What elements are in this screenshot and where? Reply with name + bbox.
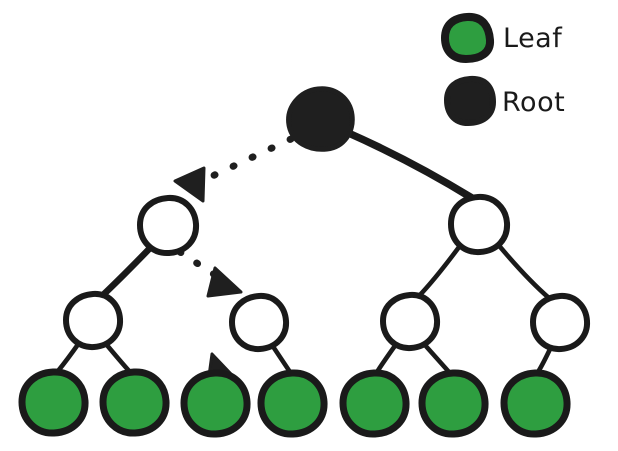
- tree-edges: [55, 127, 554, 375]
- edge-right-to-rightright: [493, 239, 552, 301]
- node-internal-left-left[interactable]: [63, 290, 124, 351]
- legend-root-circle-swatch: [444, 75, 496, 126]
- edge-right-to-rightleft: [416, 240, 465, 299]
- node-root[interactable]: [286, 86, 355, 152]
- edge-left-to-leftleft: [99, 242, 156, 299]
- node-leaf-1[interactable]: [18, 368, 89, 437]
- edge-leftleft-to-leaf2: [103, 341, 133, 375]
- node-leaf-6[interactable]: [418, 369, 489, 438]
- node-leaf-4[interactable]: [257, 369, 328, 438]
- node-leaf-3[interactable]: [180, 369, 251, 438]
- node-internal-right-right[interactable]: [530, 292, 591, 353]
- edge-rightleft-to-leaf5: [374, 340, 400, 375]
- edge-leftright-to-leaf4: [269, 342, 293, 375]
- edge-rightleft-to-leaf6: [421, 341, 452, 375]
- traversal-arrow-1-head: [173, 166, 206, 203]
- tree-nodes: [18, 86, 591, 438]
- legend-leaf-circle-swatch: [441, 12, 495, 63]
- node-internal-left-right[interactable]: [229, 292, 290, 353]
- node-leaf-7[interactable]: [500, 369, 571, 438]
- node-internal-right-left[interactable]: [380, 291, 441, 352]
- edge-leftleft-to-leaf1: [55, 340, 82, 374]
- edge-root-to-right-internal: [340, 127, 476, 202]
- legend-leaf-label: Leaf: [503, 23, 563, 54]
- node-internal-left[interactable]: [137, 194, 200, 257]
- traversal-arrow-2-head: [206, 266, 243, 298]
- traversal-arrows: [173, 135, 295, 378]
- node-internal-right[interactable]: [448, 193, 511, 256]
- legend: Leaf Root: [441, 12, 565, 126]
- edge-rightright-to-leaf7: [535, 344, 554, 375]
- node-leaf-5[interactable]: [339, 369, 410, 438]
- legend-root-label: Root: [502, 87, 565, 118]
- node-leaf-2[interactable]: [99, 368, 170, 437]
- traversal-arrow-1-line: [200, 135, 295, 184]
- traversal-arrow-2-line: [176, 248, 222, 281]
